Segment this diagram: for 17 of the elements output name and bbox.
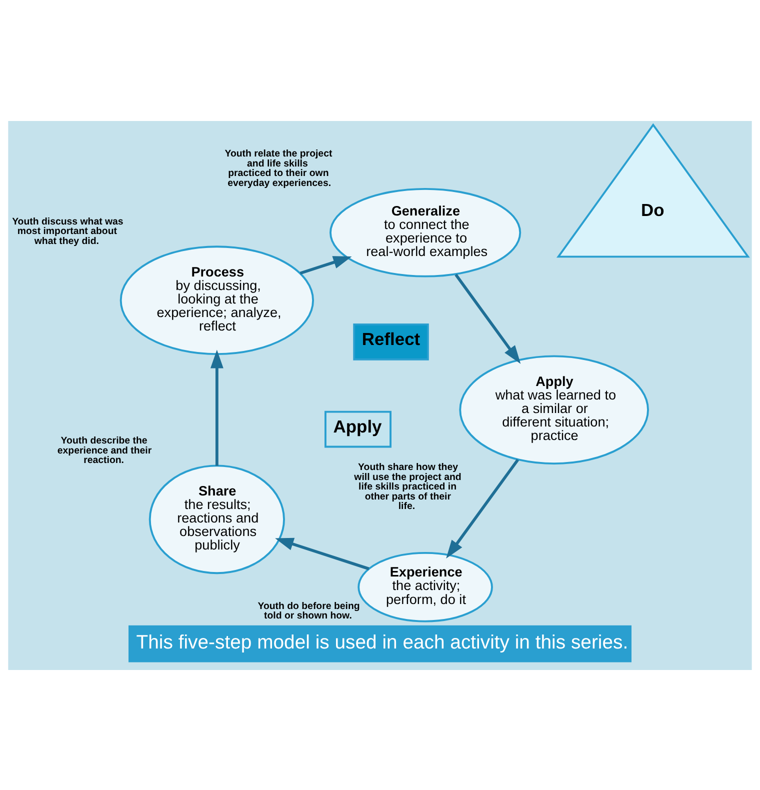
- arrow: [300, 256, 352, 274]
- node-label: Youth relate the project and life skills practiced to their own everyday experiences.: [224, 148, 332, 188]
- caption: This five-step model is used in each activity in this series.: [136, 631, 628, 654]
- node-label: Youth describe the experience and their reaction.: [57, 435, 152, 466]
- node-label: Youth share how they will use the project and life skills practiced in other parts of their life.: [354, 462, 462, 512]
- node-ellipse: Generalize to connect the experience to real-world examples: [330, 187, 522, 277]
- node-box: Reflect: [353, 322, 429, 360]
- arrow: [275, 537, 370, 570]
- arrow: [210, 349, 224, 466]
- node-box: Apply: [324, 410, 392, 448]
- node-ellipse: Process by discussing, looking at the experience; analyze, reflect: [120, 245, 314, 355]
- arrow: [454, 273, 521, 364]
- node-ellipse: Apply what was learned to a similar or different situation; practice: [459, 354, 649, 464]
- node-ellipse: Share the results; reactions and observations publicly: [148, 464, 285, 574]
- arrow: [446, 458, 520, 558]
- node-label: Youth discuss what was most important about what they did.: [12, 216, 124, 246]
- node-label: Youth do before being told or shown how.: [258, 600, 360, 622]
